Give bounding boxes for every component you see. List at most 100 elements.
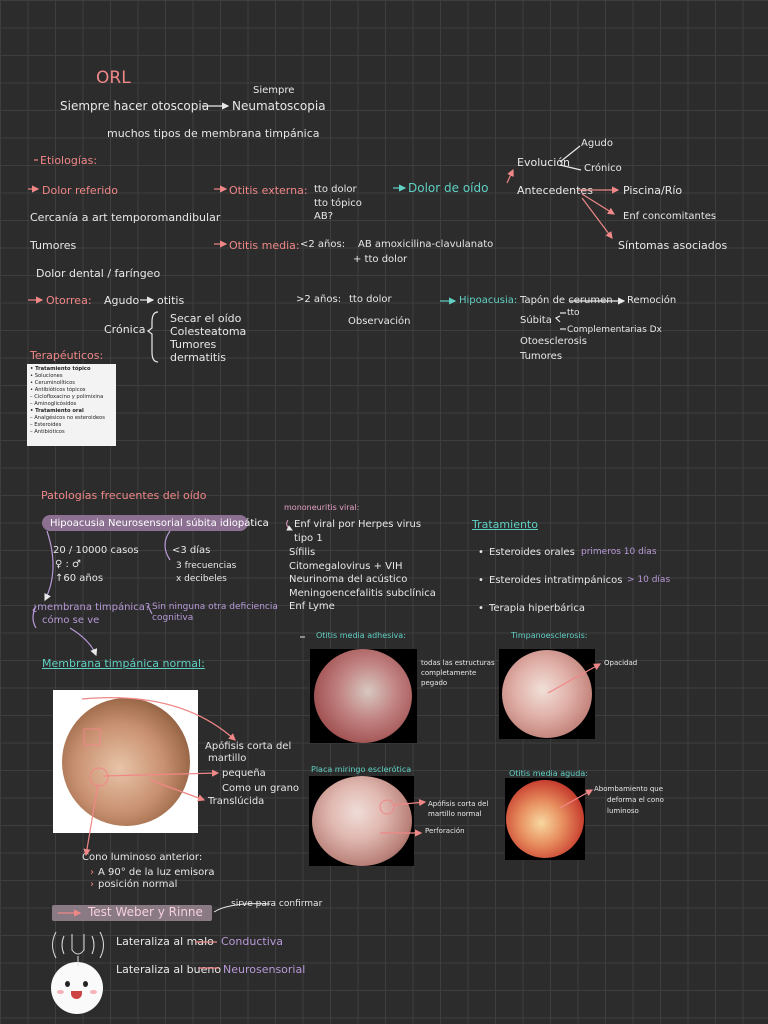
- casos: 20 / 10000 casos: [53, 545, 139, 556]
- observacion: Observación: [348, 316, 411, 327]
- subita: Súbita: [520, 315, 552, 326]
- eye: [83, 981, 88, 987]
- terapia-hiperbarica: Terapia hiperbárica: [489, 603, 585, 614]
- dias: <3 días: [172, 545, 211, 556]
- subita-tto: tto: [567, 308, 580, 318]
- antecedentes: Antecedentes: [517, 184, 593, 197]
- header-line2: muchos tipos de membrana timpánica: [107, 127, 320, 140]
- ear-image: [506, 780, 584, 858]
- card-line: • Ceruminolíticos: [30, 380, 75, 387]
- complementarias: Complementarias Dx: [567, 325, 662, 335]
- cercania: Cercanía a art temporomandibular: [30, 211, 221, 224]
- aguda-title: Otitis media aguda:: [509, 769, 588, 778]
- perforacion: Perforación: [425, 827, 465, 835]
- mouth: [71, 991, 82, 999]
- otoesclerosis: Otoesclerosis: [520, 336, 587, 347]
- cognitiva: cognitiva: [152, 613, 194, 623]
- evolucion-cronico: Crónico: [584, 163, 622, 174]
- sirve-confirmar: sirve para confirmar: [231, 899, 323, 909]
- ear-image: [62, 698, 190, 826]
- ab-amoxicilina: AB amoxicilina-clavulanato: [358, 239, 494, 250]
- tumores-etiologia: Tumores: [30, 239, 77, 252]
- cono-2: posición normal: [98, 879, 178, 890]
- placa-apofisis-2: martillo normal: [428, 810, 482, 818]
- citomegalovirus: Citomegalovirus + VIH: [289, 561, 403, 572]
- otorrea-item-4: dermatitis: [170, 351, 227, 364]
- card-line: – Aminoglicósidos: [30, 401, 77, 408]
- dolor-oido: Dolor de oído: [408, 181, 489, 195]
- frecuencias: 3 frecuencias: [176, 561, 237, 571]
- remocion: Remoción: [627, 295, 677, 306]
- mas-2-anos: >2 años:: [296, 294, 342, 305]
- dolor-referido: Dolor referido: [42, 184, 118, 197]
- ear-image: [314, 649, 412, 743]
- bullet: •: [478, 547, 484, 558]
- aguda-photo: [505, 778, 585, 860]
- otitis-externa: Otitis externa:: [229, 184, 308, 197]
- test-title: Test Weber y Rinne: [88, 905, 203, 919]
- mascot-face: [51, 962, 103, 1014]
- pill-label: Hipoacusia Neurosensorial súbita idiopát…: [50, 518, 269, 529]
- arrow-bullet: ›: [90, 879, 94, 890]
- terapeuticos-title: Terapéuticos:: [30, 349, 104, 362]
- placa-photo: [309, 776, 414, 866]
- sin-ninguna: Sin ninguna otra deficiencia: [152, 602, 278, 612]
- tto-dolor: tto dolor: [314, 184, 357, 195]
- otitis-media: Otitis media:: [229, 239, 300, 252]
- bullet: •: [478, 603, 484, 614]
- hipoacusia-tumores: Tumores: [520, 351, 563, 362]
- enf-viral: Enf viral por Herpes virus: [294, 519, 422, 530]
- adhesiva-title: Otitis media adhesiva:: [316, 631, 406, 640]
- enf-concomitantes: Enf concomitantes: [623, 211, 717, 222]
- dolor-dental: Dolor dental / faríngeo: [36, 267, 161, 280]
- membrana-question: ¿membrana timpánica?: [32, 602, 151, 613]
- cono-title: Cono luminoso anterior:: [82, 852, 203, 863]
- adhesiva-photo: [310, 649, 417, 743]
- otorrea-otitis: otitis: [157, 294, 185, 307]
- card-line: – Esteroides: [30, 422, 62, 429]
- arrow-bullet: ›: [90, 867, 94, 878]
- otorrea-item-3: Tumores: [170, 338, 217, 351]
- decibeles: x decibeles: [176, 574, 227, 584]
- tto-topico: tto tópico: [314, 198, 362, 209]
- hipoacusia-pill: Hipoacusia Neurosensorial súbita idiopát…: [42, 515, 269, 531]
- timpano-photo: [499, 649, 595, 739]
- otorrea: Otorrea:: [46, 294, 92, 307]
- otorrea-cronica: Crónica: [104, 323, 146, 336]
- sintomas-asociados: Síntomas asociados: [618, 239, 728, 252]
- esteroides-intratimpanicos: Esteroides intratimpánicos: [489, 575, 623, 586]
- mas-10: > 10 días: [627, 575, 671, 585]
- esteroides-orales: Esteroides orales: [489, 547, 575, 558]
- placa-apofisis-1: Apófisis corta del: [428, 800, 489, 808]
- sifilis: Sífilis: [289, 547, 316, 558]
- adhesiva-note-2: completamente: [421, 669, 477, 677]
- membrana-normal-title: Membrana timpánica normal:: [42, 657, 205, 670]
- tapon-cerumen: Tapón de cerumen: [520, 295, 613, 306]
- neurinoma: Neurinoma del acústico: [289, 574, 408, 585]
- evolucion: Evolución: [517, 156, 571, 169]
- menos-2-anos: <2 años:: [300, 239, 346, 250]
- test-line-1b: Conductiva: [221, 935, 284, 948]
- test-line-2a: Lateraliza al bueno: [116, 963, 222, 976]
- otorrea-item-2: Colesteatoma: [170, 325, 247, 338]
- adhesiva-note-3: pegado: [421, 679, 448, 687]
- translucida: Translúcida: [208, 796, 265, 807]
- adhesiva-note-1: todas las estructuras: [421, 659, 495, 667]
- otorrea-item-1: Secar el oído: [170, 312, 242, 325]
- placa-title: Placa miringo esclerótica: [311, 765, 412, 774]
- eye: [65, 981, 70, 987]
- ear-image: [312, 776, 412, 866]
- card-line: – Antibióticos: [30, 429, 65, 436]
- card-line: – Analgésicos no esteroideos: [30, 415, 105, 422]
- cono-1: A 90° de la luz emisora: [98, 867, 215, 878]
- card-line: • Soluciones: [30, 373, 63, 380]
- header-siempre: Siempre: [253, 85, 295, 96]
- test-line-1a: Lateraliza al malo: [116, 935, 214, 948]
- page-title: ORL: [96, 68, 131, 88]
- terapeuticos-card: • Tratamiento tópico • Soluciones • Ceru…: [27, 364, 116, 446]
- card-line: – Ciclofloxacino y polimixina: [30, 394, 104, 401]
- cheek: [57, 990, 64, 994]
- test-line-2b: Neurosensorial: [223, 963, 306, 976]
- mononeuritis: mononeuritis viral:: [284, 503, 360, 512]
